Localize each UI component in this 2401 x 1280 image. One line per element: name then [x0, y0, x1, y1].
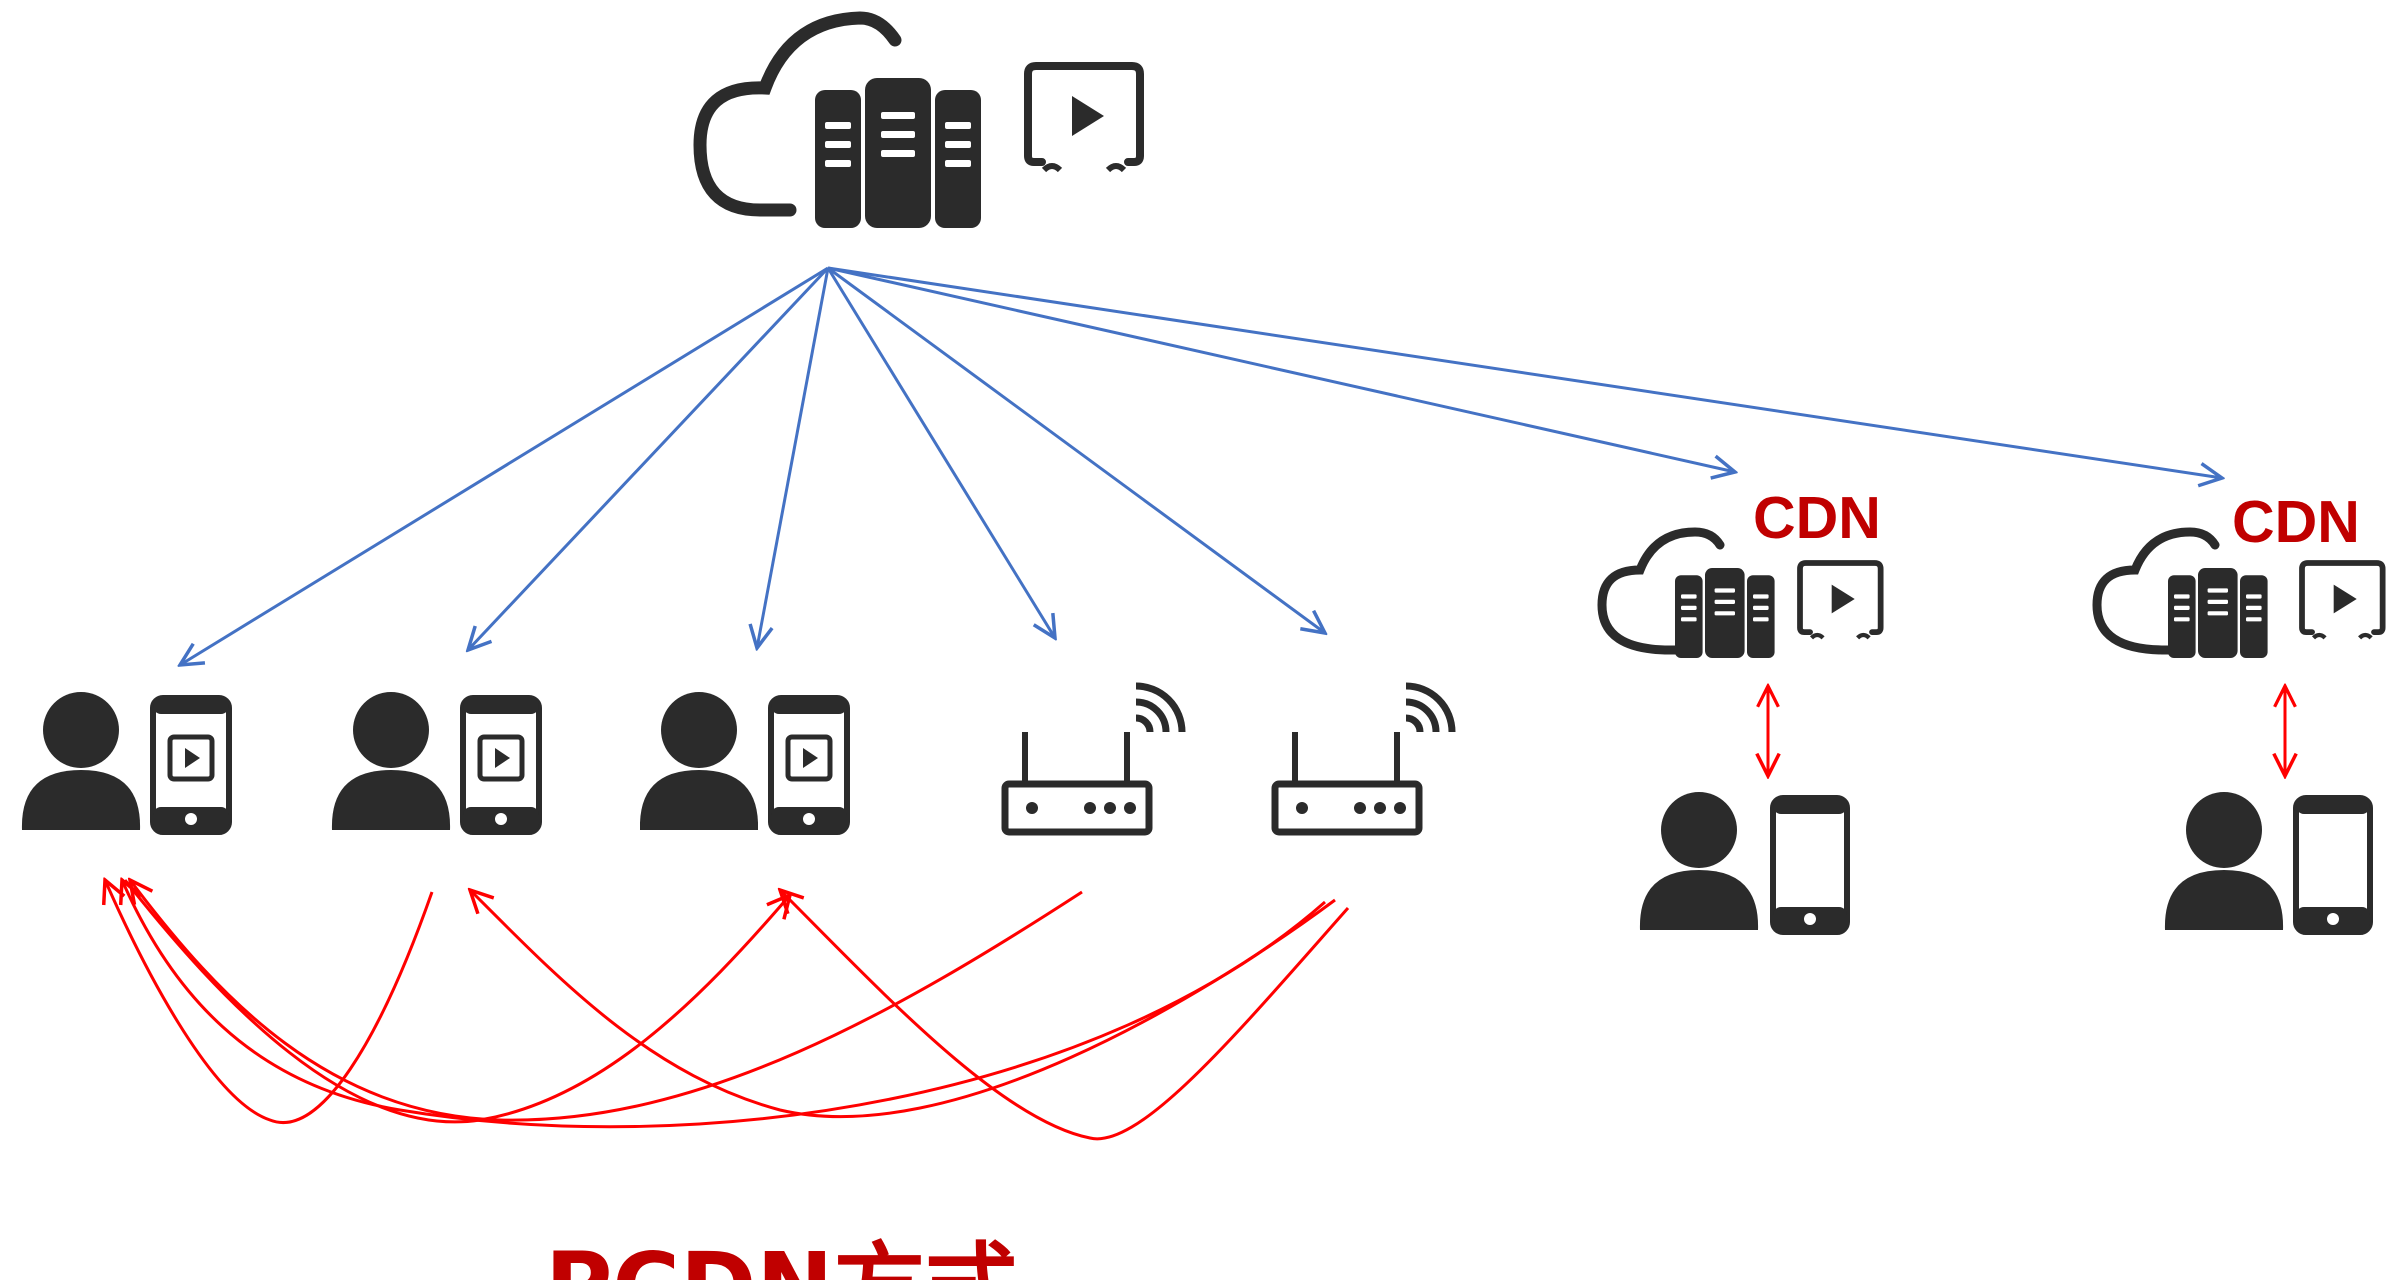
- cdn-label: CDN: [1753, 485, 1881, 551]
- cdn-node-1: CDN: [1597, 485, 1881, 932]
- user-icon: [1639, 792, 1759, 930]
- cloud-outline-icon: [693, 11, 902, 217]
- p2p-arrow: [780, 890, 1350, 1141]
- phone-video-icon: [463, 698, 539, 832]
- cdn-node-2: CDN: [2092, 489, 2383, 932]
- p2p-arrow: [470, 890, 1336, 1119]
- phone-icon: [1773, 798, 1847, 932]
- endpoint-user-phone-3: [639, 692, 847, 832]
- cdn-label: CDN: [2232, 489, 2360, 555]
- phone-icon: [2296, 798, 2370, 932]
- user-icon: [639, 692, 759, 830]
- wifi-router-icon: [1275, 686, 1452, 832]
- pcdn-endpoints: [21, 686, 1452, 832]
- video-play-icon: [1028, 66, 1140, 170]
- user-icon: [331, 692, 451, 830]
- cloud-outline-icon: [2092, 527, 2220, 655]
- endpoint-user-phone-1: [21, 692, 229, 832]
- distribution-arrow: [827, 266, 1735, 472]
- distribution-arrow: [757, 267, 830, 648]
- p2p-arrow: [123, 879, 790, 1124]
- distribution-arrow: [180, 266, 829, 665]
- distribution-arrow: [827, 266, 2222, 478]
- distribution-arrow: [826, 267, 1055, 638]
- diagram-title: PCDN方式: [545, 1233, 1017, 1280]
- server-rack-icon: [2168, 568, 2268, 658]
- user-icon: [2164, 792, 2284, 930]
- distribution-arrows: [180, 266, 2222, 665]
- wifi-router-icon: [1005, 686, 1182, 832]
- cloud-outline-icon: [1597, 527, 1725, 655]
- phone-video-icon: [153, 698, 229, 832]
- distribution-arrow: [827, 266, 1325, 633]
- distribution-arrow: [468, 266, 830, 650]
- user-icon: [21, 692, 141, 830]
- p2p-arrow: [105, 880, 434, 1124]
- video-play-icon: [2302, 563, 2383, 638]
- server-rack-icon: [815, 78, 981, 228]
- p2p-arrow: [122, 880, 1326, 1129]
- endpoint-user-phone-2: [331, 692, 539, 832]
- origin-server-group: [693, 11, 1140, 228]
- p2p-arrow: [130, 880, 1083, 1122]
- p2p-arrows: [105, 879, 1350, 1141]
- server-rack-icon: [1675, 568, 1775, 658]
- phone-video-icon: [771, 698, 847, 832]
- video-play-icon: [1800, 563, 1881, 638]
